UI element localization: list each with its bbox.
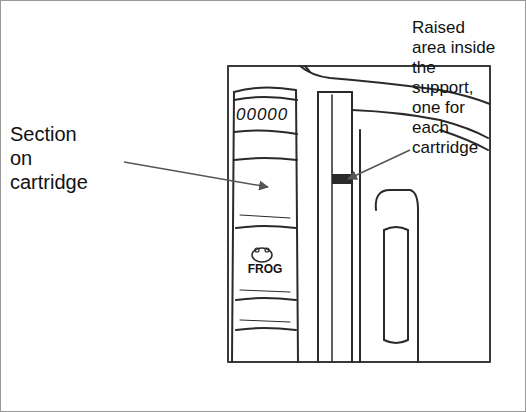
brand-logo: FROG — [240, 262, 290, 276]
callout-label: Raised area inside the support, one for … — [412, 18, 500, 158]
cartridge-code: 00000 — [236, 105, 300, 125]
callout-label: Section on cartridge — [10, 122, 98, 194]
